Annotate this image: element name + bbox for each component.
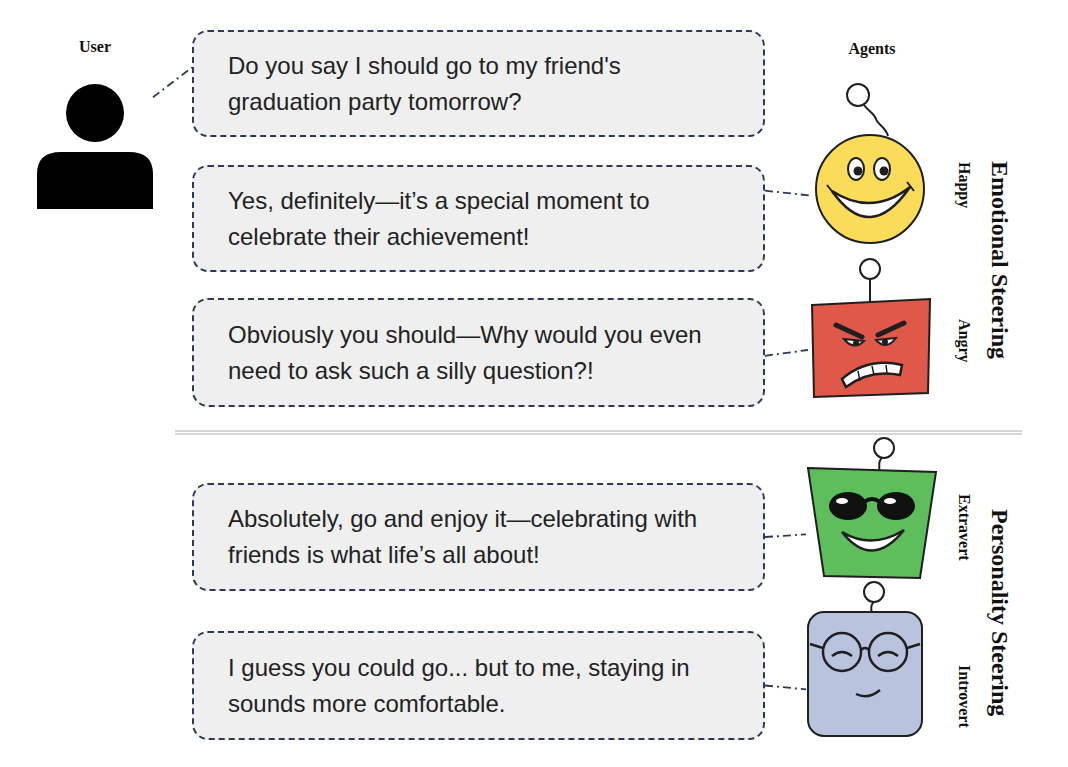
pupil bbox=[854, 167, 863, 176]
eye bbox=[844, 339, 864, 346]
label-holder: Introvert bbox=[955, 632, 973, 760]
separator-line bbox=[175, 433, 1022, 435]
teeth bbox=[858, 365, 887, 381]
label-holder: Angry bbox=[955, 291, 973, 391]
user-body bbox=[37, 152, 153, 209]
lens-glint bbox=[836, 498, 848, 504]
pupil bbox=[880, 167, 889, 176]
figure-drawing bbox=[806, 610, 924, 738]
agent-face: Introvert bbox=[806, 610, 924, 738]
group-title: Emotional Steering bbox=[986, 130, 1013, 390]
label-holder: Happy bbox=[955, 129, 973, 241]
agent-label: Extravert bbox=[955, 470, 973, 584]
glasses-frame bbox=[810, 644, 920, 650]
separator-line bbox=[175, 430, 1022, 432]
speech-bubble: Obviously you should—Why would you even … bbox=[192, 298, 765, 407]
face-outline bbox=[816, 135, 924, 243]
face-outline bbox=[808, 468, 936, 578]
agent-face: Happy bbox=[812, 133, 928, 245]
antenna-ball bbox=[847, 84, 869, 106]
antenna-ball bbox=[864, 582, 884, 602]
speech-bubble: Yes, definitely—it’s a special moment to… bbox=[192, 165, 765, 272]
user-head bbox=[66, 84, 124, 142]
figure-drawing bbox=[808, 297, 932, 397]
face-outline bbox=[812, 299, 930, 397]
closed-eye bbox=[832, 652, 898, 656]
mouth bbox=[842, 363, 902, 387]
antenna-ball bbox=[874, 438, 894, 458]
user-label: User bbox=[37, 38, 153, 56]
label-holder: Agents bbox=[822, 40, 922, 62]
sunglass-lens bbox=[829, 492, 867, 520]
speech-text: Yes, definitely—it’s a special moment to… bbox=[228, 183, 706, 255]
antenna-wire bbox=[864, 105, 888, 136]
leader-line bbox=[765, 191, 812, 196]
leader-line bbox=[765, 686, 806, 690]
speech-text: Absolutely, go and enjoy it—celebrating … bbox=[228, 501, 706, 573]
leader-line bbox=[765, 350, 808, 356]
mouth bbox=[842, 530, 904, 551]
face-outline bbox=[808, 612, 922, 736]
antenna-wire bbox=[869, 279, 871, 302]
speech-text: Obviously you should—Why would you even … bbox=[228, 317, 706, 389]
speech-bubble: Absolutely, go and enjoy it—celebrating … bbox=[192, 483, 765, 591]
cheek-line bbox=[827, 182, 914, 195]
label-holder: Personality Steering bbox=[986, 483, 1013, 743]
leader-line bbox=[765, 534, 806, 537]
sunglass-bridge bbox=[864, 499, 880, 502]
column-heading: Agents bbox=[822, 40, 922, 58]
eye bbox=[874, 158, 890, 180]
leader-line bbox=[153, 67, 192, 97]
speech-text: I guess you could go... but to me, stayi… bbox=[228, 650, 706, 722]
agent-label: Introvert bbox=[955, 632, 973, 760]
lens-glint bbox=[884, 498, 896, 504]
agent-face: Angry bbox=[808, 297, 932, 397]
agent-label: Happy bbox=[955, 129, 973, 241]
user-icon: User bbox=[37, 82, 153, 209]
label-holder: User bbox=[37, 38, 153, 62]
eye bbox=[848, 158, 864, 180]
agent-label: Angry bbox=[955, 291, 973, 391]
speech-text: Do you say I should go to my friend's gr… bbox=[228, 48, 706, 120]
group-title: Personality Steering bbox=[986, 483, 1013, 743]
mouth bbox=[856, 690, 880, 696]
label-holder: Extravert bbox=[955, 470, 973, 584]
figure-drawing bbox=[806, 466, 938, 580]
label-holder: Emotional Steering bbox=[986, 130, 1013, 390]
pupil bbox=[853, 340, 859, 346]
pupil bbox=[882, 339, 888, 345]
antenna-ball bbox=[860, 259, 880, 279]
sunglass-lens bbox=[877, 492, 915, 520]
eyebrow bbox=[836, 323, 904, 337]
figure-drawing bbox=[37, 82, 153, 209]
agent-face: Extravert bbox=[806, 466, 938, 580]
figure-drawing bbox=[812, 133, 928, 245]
speech-bubble: Do you say I should go to my friend's gr… bbox=[192, 30, 765, 137]
eye bbox=[876, 338, 896, 345]
speech-bubble: I guess you could go... but to me, stayi… bbox=[192, 631, 765, 740]
mouth bbox=[832, 187, 910, 217]
